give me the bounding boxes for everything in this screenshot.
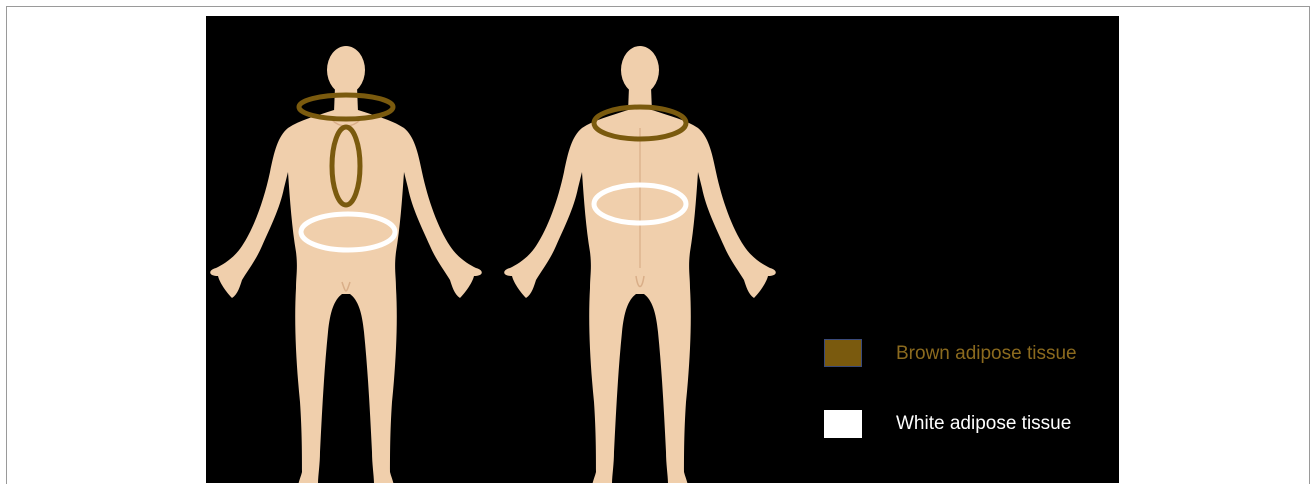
- brown-adipose-legend-swatch: [824, 339, 862, 367]
- front-body-figure: [210, 46, 482, 483]
- brown-adipose-legend-label: Brown adipose tissue: [896, 342, 1077, 366]
- back-body-figure: [504, 46, 776, 483]
- white-adipose-legend-swatch: [824, 410, 862, 438]
- white-adipose-legend-label: White adipose tissue: [896, 412, 1071, 436]
- diagram-panel: Brown adipose tissue White adipose tissu…: [206, 16, 1119, 483]
